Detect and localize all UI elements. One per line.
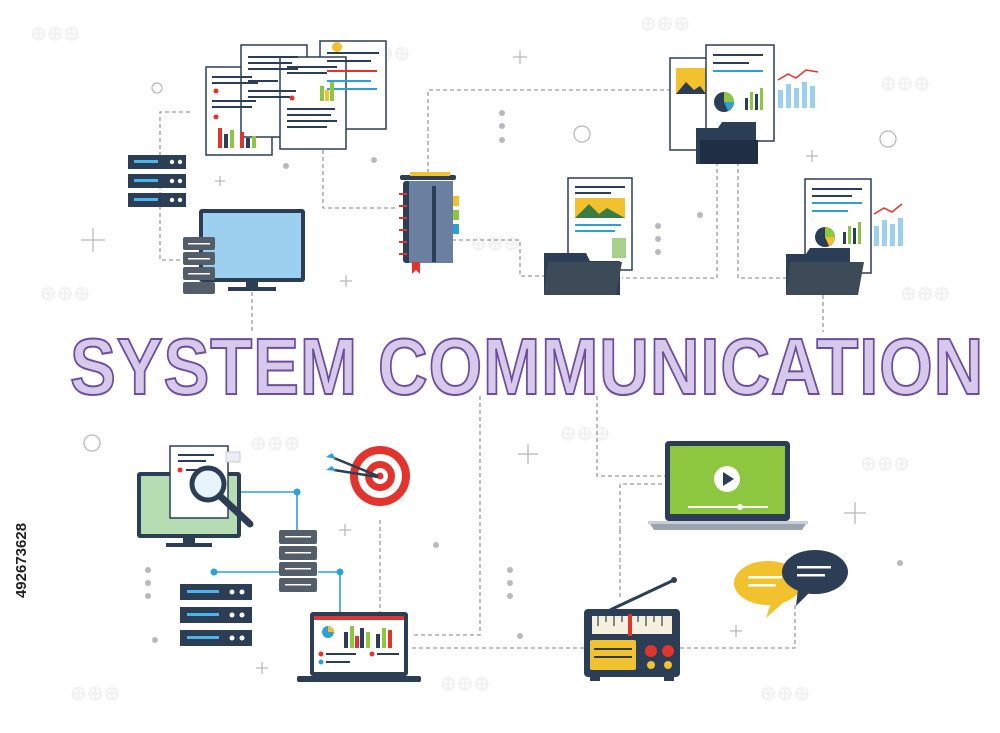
target-icon xyxy=(326,446,410,506)
database-icon xyxy=(183,237,215,294)
svg-text:⊕⊕⊕: ⊕⊕⊕ xyxy=(880,73,930,95)
svg-text:⊕⊕⊕: ⊕⊕⊕ xyxy=(900,283,950,305)
svg-text:⊕⊕⊕: ⊕⊕⊕ xyxy=(860,453,910,475)
desktop-monitor-icon xyxy=(199,209,305,291)
folder-documents-icon xyxy=(544,177,633,295)
stock-id-label: 492673628 xyxy=(2,500,42,620)
search-document-icon xyxy=(137,445,254,547)
laptop-dashboard-icon xyxy=(297,612,421,682)
notebook-icon xyxy=(399,172,459,274)
decorative-sparkles xyxy=(81,50,897,674)
radio-icon xyxy=(584,577,680,681)
stock-id-text: 492673628 xyxy=(13,522,31,598)
chat-bubbles-icon xyxy=(734,550,848,618)
server-rack-icon xyxy=(180,584,252,646)
svg-text:⊕⊕⊕: ⊕⊕⊕ xyxy=(470,233,520,255)
server-rack-icon xyxy=(128,155,186,207)
svg-text:⊕⊕⊕: ⊕⊕⊕ xyxy=(760,683,810,705)
svg-text:⊕⊕⊕: ⊕⊕⊕ xyxy=(640,13,690,35)
database-icon xyxy=(279,530,317,592)
svg-text:⊕⊕⊕: ⊕⊕⊕ xyxy=(40,283,90,305)
documents-stack-icon xyxy=(205,40,387,156)
watermark-pattern: ⊕⊕⊕ ⊕⊕⊕ ⊕⊕⊕ ⊕⊕⊕ ⊕⊕⊕ ⊕⊕⊕ ⊕⊕⊕ ⊕⊕⊕ ⊕⊕⊕ ⊕⊕⊕ ⊕⊕⊕ ⊕⊕… xyxy=(30,13,950,705)
connector-lines xyxy=(159,89,824,649)
analytics-report-icon xyxy=(786,178,903,295)
folder-icon xyxy=(669,44,819,164)
svg-text:⊕⊕⊕: ⊕⊕⊕ xyxy=(30,23,80,45)
diagram-title: SYSTEM COMMUNICATION xyxy=(69,321,985,412)
decorative-dots xyxy=(145,110,903,643)
svg-text:⊕⊕⊕: ⊕⊕⊕ xyxy=(250,433,300,455)
video-laptop-icon xyxy=(648,441,808,530)
svg-text:⊕⊕⊕: ⊕⊕⊕ xyxy=(440,673,490,695)
svg-text:⊕⊕⊕: ⊕⊕⊕ xyxy=(70,683,120,705)
svg-text:⊕⊕⊕: ⊕⊕⊕ xyxy=(560,423,610,445)
